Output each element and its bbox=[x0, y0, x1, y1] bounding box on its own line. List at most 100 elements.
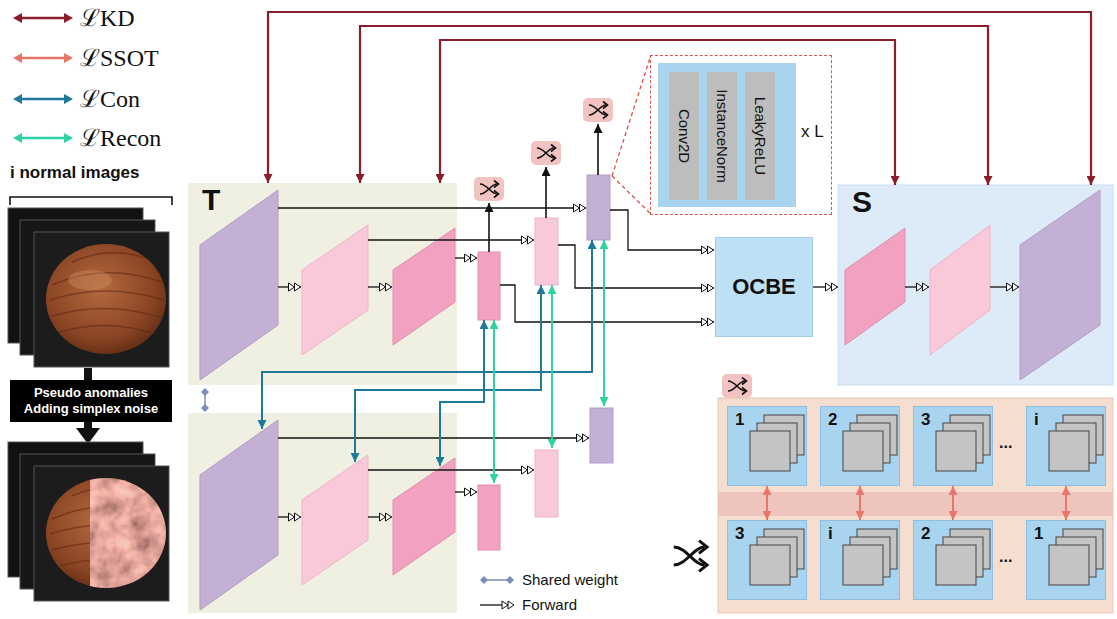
node-text: 3 bbox=[735, 524, 744, 544]
feature-map bbox=[930, 225, 990, 355]
layer-box: Conv2D bbox=[669, 72, 699, 200]
node-text: i bbox=[1034, 410, 1039, 430]
legend-arrow bbox=[12, 45, 74, 71]
feature-map bbox=[393, 458, 455, 575]
shuffle-icon bbox=[674, 541, 707, 572]
image-square bbox=[843, 545, 883, 585]
legend-head bbox=[13, 13, 22, 23]
forward-arrow bbox=[455, 257, 477, 258]
panel-fill bbox=[188, 413, 457, 613]
legend-text: ℒSSOT bbox=[80, 45, 159, 71]
shuffle-icon bbox=[480, 181, 499, 198]
pseudo-anomaly-stack bbox=[90, 476, 172, 590]
legend-shared-weight bbox=[478, 571, 516, 589]
connector bbox=[952, 486, 954, 520]
image-square bbox=[750, 545, 790, 585]
shuffle-icon bbox=[537, 145, 556, 162]
legend-head bbox=[13, 53, 22, 63]
feature-map bbox=[393, 228, 455, 345]
shuffle-icon bbox=[589, 102, 608, 119]
connector bbox=[1065, 486, 1067, 520]
forward-arrow bbox=[368, 516, 392, 517]
legend-entry: ℒKD bbox=[12, 5, 135, 31]
legend-line bbox=[18, 17, 68, 19]
forward-arrow bbox=[278, 207, 586, 208]
panel-fill bbox=[188, 183, 1113, 613]
legend-entry: ℒRecon bbox=[12, 125, 161, 151]
consistency-arrow bbox=[262, 240, 592, 429]
batch-tile: i bbox=[1026, 406, 1106, 486]
panel-fill bbox=[188, 183, 457, 385]
pseudo-anomaly-stack bbox=[8, 442, 172, 601]
image-square bbox=[936, 545, 976, 585]
node-text: 2 bbox=[921, 524, 930, 544]
legend-text: Forward bbox=[522, 596, 577, 614]
legend-head bbox=[64, 94, 73, 104]
node-text: Adding simplex noise bbox=[24, 401, 158, 417]
batch-tile: 2 bbox=[913, 520, 993, 600]
image-bracket bbox=[10, 197, 172, 205]
ellipsis: ... bbox=[999, 434, 1012, 452]
node-text: 3 bbox=[921, 410, 930, 430]
legend-text: ℒKD bbox=[80, 5, 135, 31]
legend-line bbox=[18, 98, 68, 100]
node-text: Conv2D bbox=[676, 109, 693, 163]
legend-head bbox=[13, 133, 22, 143]
shuffle-arrow bbox=[545, 167, 547, 218]
connector bbox=[766, 486, 768, 520]
node-text: x L bbox=[801, 122, 824, 142]
legend-entry: ℒCon bbox=[12, 86, 140, 112]
node-text: 1 bbox=[735, 410, 744, 430]
panel-fill bbox=[718, 398, 1113, 613]
feature-map bbox=[200, 190, 278, 380]
image-square bbox=[936, 431, 976, 471]
network-panel: S bbox=[838, 185, 1113, 385]
process-box: OCBE bbox=[715, 237, 813, 337]
panel-fill bbox=[718, 492, 1113, 516]
batch-tile: 3 bbox=[727, 520, 807, 600]
feature-map bbox=[200, 175, 1100, 610]
normal-image-stack bbox=[52, 308, 162, 318]
legend-text: ℒRecon bbox=[80, 125, 161, 151]
network-panel: T bbox=[188, 183, 457, 385]
normal-image-stack bbox=[60, 325, 156, 334]
reconstruction-arrow bbox=[551, 285, 553, 448]
forward-arrow bbox=[278, 286, 301, 287]
shuffle-arrow bbox=[488, 203, 490, 252]
consistency-arrow bbox=[355, 285, 541, 462]
legend-head bbox=[64, 13, 73, 23]
layer-box: InstanceNorm bbox=[707, 72, 737, 200]
inset-leader bbox=[612, 58, 650, 213]
batch-tile: 1 bbox=[727, 406, 807, 486]
legend-diamond bbox=[480, 576, 488, 584]
legend-arrow bbox=[12, 86, 74, 112]
batch-tile: i bbox=[820, 520, 900, 600]
forward-arrow bbox=[278, 437, 589, 438]
normal-image-stack bbox=[72, 253, 146, 262]
reconstruction-arrow bbox=[603, 240, 605, 406]
image-square bbox=[1049, 545, 1089, 585]
legend-head bbox=[502, 601, 514, 609]
feature-map bbox=[478, 252, 500, 320]
forward-arrow bbox=[610, 210, 714, 250]
legend-text: Shared weight bbox=[522, 571, 618, 589]
forward-arrow bbox=[368, 469, 534, 470]
image-square bbox=[1049, 431, 1089, 471]
layer-box: LeakyReLU bbox=[745, 72, 775, 200]
process-box: Pseudo anomaliesAdding simplex noise bbox=[10, 380, 172, 422]
shuffle-icon bbox=[474, 177, 504, 201]
panel-fill bbox=[838, 185, 1113, 385]
caption-label: i normal images bbox=[10, 163, 139, 183]
block-inset: x L Conv2D InstanceNorm LeakyReLU bbox=[650, 55, 832, 215]
node-text: InstanceNorm bbox=[714, 89, 731, 182]
feature-map bbox=[590, 408, 613, 463]
inset-leader bbox=[612, 176, 650, 213]
legend-text: ℒCon bbox=[80, 86, 140, 112]
node-text: S bbox=[838, 185, 1113, 219]
consistency-arrow bbox=[440, 320, 484, 466]
connector bbox=[859, 486, 861, 520]
feature-map bbox=[535, 218, 558, 285]
forward-arrow bbox=[278, 208, 1019, 517]
shuffle-arrow bbox=[597, 124, 599, 175]
